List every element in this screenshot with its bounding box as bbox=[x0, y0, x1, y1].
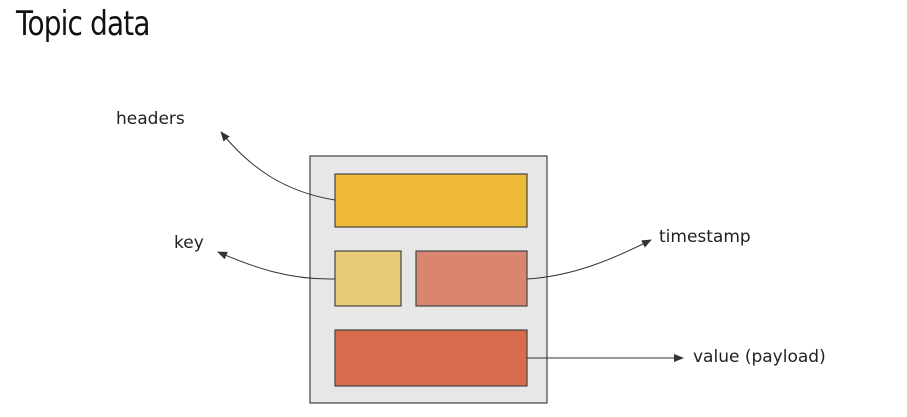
key-arrow bbox=[217, 251, 336, 280]
timestamp-block bbox=[415, 250, 528, 307]
value-label: value (payload) bbox=[693, 347, 826, 367]
timestamp-arrow bbox=[526, 239, 652, 280]
key-label: key bbox=[174, 233, 204, 253]
value-block bbox=[334, 329, 528, 387]
headers-block bbox=[334, 173, 528, 228]
headers-arrow bbox=[220, 131, 336, 201]
timestamp-label: timestamp bbox=[659, 227, 751, 247]
headers-label: headers bbox=[116, 109, 185, 129]
key-block bbox=[334, 250, 402, 307]
page-title: Topic data bbox=[16, 4, 150, 44]
